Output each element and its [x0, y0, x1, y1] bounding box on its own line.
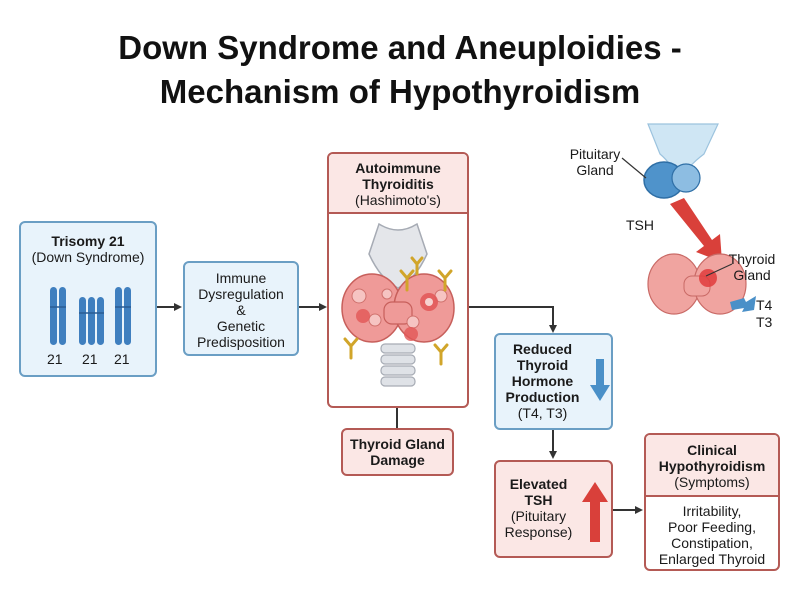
autoimmune-thyroiditis-box: Autoimmune Thyroiditis (Hashimoto's) [327, 152, 469, 408]
clinical-heading: Hypothyroidism [658, 458, 766, 474]
reduced-heading: Thyroid [516, 357, 569, 373]
chromosome-icon [50, 287, 131, 345]
clinical-hypothyroidism-box: Clinical Hypothyroidism (Symptoms) Irrit… [644, 433, 780, 571]
chromosome-label-3: 21 [114, 351, 130, 367]
pituitary-label: Pituitary Gland [569, 146, 621, 178]
immune-line: Genetic [216, 318, 266, 334]
reduced-heading: Hormone [511, 373, 574, 389]
title-line-1: Down Syndrome and Aneuploidies - [118, 29, 682, 66]
immune-line: Predisposition [197, 334, 285, 350]
chromosome-label-2: 21 [82, 351, 98, 367]
trisomy-subheading: (Down Syndrome) [31, 249, 145, 265]
reduced-subheading: (T4, T3) [517, 405, 568, 421]
hpt-axis-illustration [621, 123, 756, 315]
thyroid-damage-box: Thyroid Gland Damage [341, 428, 454, 476]
t3-label: T3 [756, 314, 773, 330]
clinical-subheading: (Symptoms) [674, 474, 750, 490]
damage-line-1: Thyroid Gland [350, 436, 445, 452]
symptom-item: Enlarged Thyroid [658, 551, 766, 567]
thyroid-gland-icon [647, 253, 747, 315]
title-line-2: Mechanism of Hypothyroidism [159, 73, 641, 110]
clinical-heading: Clinical [687, 442, 737, 458]
trisomy-heading: Trisomy 21 [51, 233, 125, 249]
arrow-autoimmune-to-reduced [468, 306, 557, 333]
autoimmune-heading-1: Autoimmune [355, 160, 441, 176]
reduced-heading: Production [505, 389, 580, 405]
elevated-sub: (Pituitary [510, 508, 567, 524]
symptom-item: Constipation, [671, 535, 753, 551]
reduced-heading: Reduced [512, 341, 573, 357]
autoimmune-heading-2: Thyroiditis [362, 176, 434, 192]
immune-line: & [236, 302, 246, 318]
thyroid-label: Thyroid Gland [728, 251, 776, 283]
immune-dysregulation-box: Immune Dysregulation & Genetic Predispos… [183, 261, 299, 356]
symptom-item: Irritability, [682, 503, 742, 519]
reduced-hormone-box: Reduced Thyroid Hormone Production (T4, … [494, 333, 613, 430]
damage-line-2: Damage [370, 452, 425, 468]
elevated-heading: TSH [524, 492, 553, 508]
autoimmune-subheading: (Hashimoto's) [355, 192, 441, 208]
tsh-label: TSH [626, 217, 654, 233]
elevated-tsh-box: Elevated TSH (Pituitary Response) [494, 460, 613, 558]
elevated-heading: Elevated [509, 476, 568, 492]
immune-line: Immune [215, 270, 267, 286]
trisomy-21-box: Trisomy 21 (Down Syndrome) 21 21 21 [19, 221, 157, 377]
immune-line: Dysregulation [198, 286, 284, 302]
chromosome-label-1: 21 [47, 351, 63, 367]
diagram-title: Down Syndrome and Aneuploidies - Mechani… [0, 26, 800, 114]
elevated-sub: Response) [504, 524, 573, 540]
t4-label: T4 [756, 297, 773, 313]
up-arrow-icon [582, 482, 608, 542]
inflamed-thyroid-illustration [341, 222, 455, 387]
down-arrow-icon [590, 359, 610, 401]
symptom-item: Poor Feeding, [668, 519, 756, 535]
